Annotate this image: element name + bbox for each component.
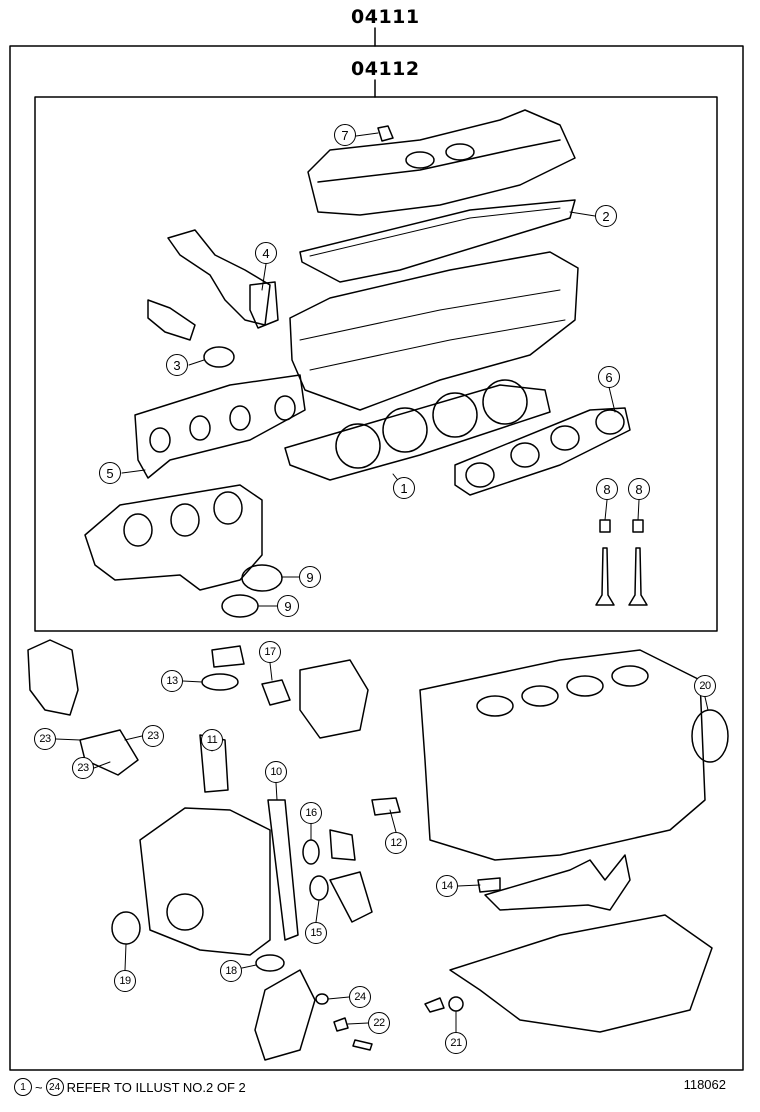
bolt-drawing — [352, 1039, 373, 1051]
oil-pump-drawing — [329, 829, 356, 861]
water-inlet-drawing — [79, 729, 139, 776]
valves-drawing — [595, 519, 648, 606]
kit-code: 04111 — [351, 6, 420, 28]
callout-6: 6 — [598, 366, 620, 388]
ring-9b-drawing — [221, 594, 259, 618]
oil-pan-drawing — [449, 914, 713, 1033]
sensor-drawing — [147, 299, 196, 341]
oring-16-drawing — [302, 839, 320, 865]
head-cover-drawing — [307, 109, 576, 216]
callout-9b: 9 — [277, 595, 299, 617]
gasket-3-drawing — [203, 346, 235, 368]
water-outlet-drawing — [167, 229, 271, 326]
callout-16: 16 — [300, 802, 322, 824]
callout-18: 18 — [220, 960, 242, 982]
callout-12: 12 — [385, 832, 407, 854]
figure-number: 118062 — [683, 1077, 726, 1092]
oring-18-drawing — [255, 954, 285, 972]
range-tilde: ~ — [35, 1079, 43, 1095]
inner-frame — [34, 96, 718, 632]
callout-22: 22 — [368, 1012, 390, 1034]
gasket-13-drawing — [201, 673, 239, 691]
gasket-10-drawing — [267, 799, 299, 941]
exhaust-gasket-drawing — [454, 407, 631, 496]
gasket-22-drawing — [333, 1017, 349, 1032]
oil-cap-drawing — [211, 645, 245, 668]
pipe-drawing — [299, 659, 369, 739]
bracket-drawing — [329, 871, 373, 923]
cylinder-block-drawing — [419, 649, 706, 861]
drain-plug-drawing — [424, 997, 445, 1013]
callout-1: 1 — [393, 477, 415, 499]
gasket-24-drawing — [315, 993, 329, 1005]
footer-note: 1 ~ 24 REFER TO ILLUST NO.2 OF 2 — [14, 1078, 246, 1096]
gasket-12-drawing — [371, 797, 401, 816]
outer-frame — [9, 45, 744, 1071]
intake-manifold-drawing — [84, 484, 263, 591]
intake-gasket-drawing — [134, 374, 306, 479]
callout-23b: 23 — [142, 725, 164, 747]
nut-7-drawing — [377, 125, 394, 142]
range-start-badge: 1 — [14, 1078, 32, 1096]
range-end-badge: 24 — [45, 1078, 64, 1096]
head-gasket-drawing — [284, 379, 551, 481]
callout-19: 19 — [114, 970, 136, 992]
leader-lines — [55, 132, 709, 1033]
ring-9a-drawing — [241, 564, 283, 592]
callout-24: 24 — [349, 986, 371, 1008]
callout-9a: 9 — [299, 566, 321, 588]
gasket-21-drawing — [448, 996, 464, 1012]
oil-seal-15-drawing — [309, 875, 329, 901]
fuel-pump-drawing — [27, 639, 79, 716]
refer-note: REFER TO ILLUST NO.2 OF 2 — [66, 1079, 246, 1095]
callout-7: 7 — [334, 124, 356, 146]
gasket-14-drawing — [477, 877, 501, 893]
callout-14: 14 — [436, 875, 458, 897]
gasket-17-drawing — [261, 679, 291, 706]
cylinder-head-drawing — [289, 251, 579, 411]
callout-11: 11 — [201, 729, 223, 751]
timing-cover-drawing — [139, 807, 271, 956]
callout-4: 4 — [255, 242, 277, 264]
callout-5: 5 — [99, 462, 121, 484]
callout-13: 13 — [161, 670, 183, 692]
oil-filter-drawing — [254, 969, 316, 1061]
subkit-code: 04112 — [351, 58, 420, 80]
callout-15: 15 — [305, 922, 327, 944]
callout-21: 21 — [445, 1032, 467, 1054]
callout-2: 2 — [595, 205, 617, 227]
callout-10: 10 — [265, 761, 287, 783]
rear-oil-seal-drawing — [691, 709, 729, 763]
callout-23c: 23 — [72, 757, 94, 779]
oil-seal-19-drawing — [111, 911, 141, 945]
callout-3: 3 — [166, 354, 188, 376]
gasket-4-drawing — [249, 281, 279, 329]
oil-strainer-drawing — [484, 854, 631, 911]
callout-17: 17 — [259, 641, 281, 663]
callout-23a: 23 — [34, 728, 56, 750]
head-cover-gasket-drawing — [299, 199, 576, 283]
callout-20: 20 — [694, 675, 716, 697]
callout-8b: 8 — [628, 478, 650, 500]
callout-8a: 8 — [596, 478, 618, 500]
